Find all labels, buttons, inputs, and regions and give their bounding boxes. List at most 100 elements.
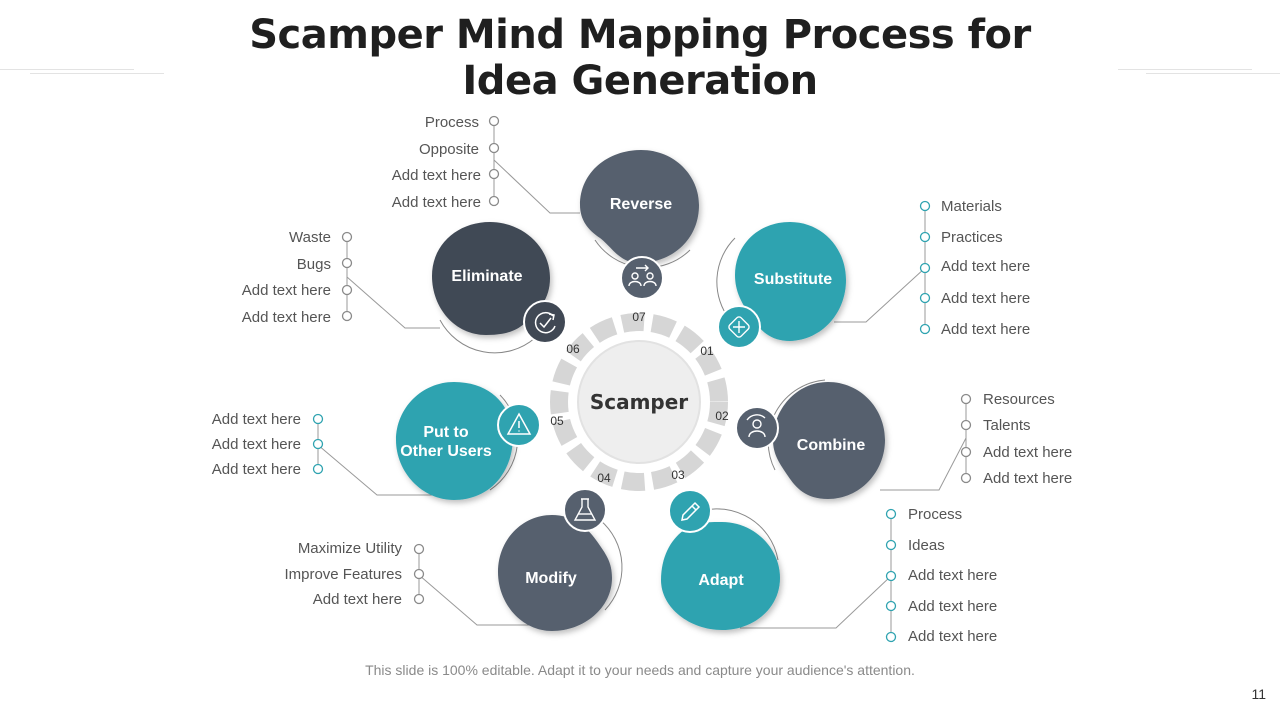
- connector-combine: [880, 437, 967, 491]
- title-rule-right-2: [1146, 73, 1280, 74]
- pencil-icon: [681, 501, 701, 521]
- list-item: Add text here: [392, 167, 481, 184]
- petal-eliminate-shape: [432, 222, 550, 335]
- refresh-check-icon: [534, 311, 556, 334]
- petal-put-label-line2: Other Users: [400, 443, 492, 460]
- number-02: 02: [715, 409, 729, 423]
- list-item: Add text here: [983, 470, 1072, 487]
- list-item: Waste: [289, 229, 331, 246]
- center-ring: [550, 313, 728, 491]
- petal-modify-shape: [498, 515, 612, 631]
- list-item: Ideas: [908, 537, 945, 554]
- badge-adapt: [668, 489, 712, 533]
- list-item: Add text here: [212, 461, 301, 478]
- petal-modify: Modify: [498, 515, 623, 631]
- list-modify: Maximize Utility Improve Features Add te…: [284, 540, 402, 608]
- list-item: Improve Features: [284, 566, 402, 583]
- title-rule-right: [1118, 69, 1252, 70]
- page-number: 11: [1251, 686, 1266, 702]
- petal-combine-arc: [767, 379, 826, 471]
- list-item: Materials: [941, 198, 1002, 215]
- list-item: Bugs: [297, 256, 331, 273]
- petal-eliminate-label: Eliminate: [451, 268, 522, 285]
- number-06: 06: [566, 342, 580, 356]
- list-item: Add text here: [908, 628, 997, 645]
- petal-substitute-shape: [735, 222, 846, 341]
- badge-combine: [735, 406, 779, 450]
- badge-modify: [563, 488, 607, 532]
- title-rule-left: [0, 69, 134, 70]
- petal-adapt: Adapt: [661, 508, 780, 630]
- list-item: Add text here: [941, 290, 1030, 307]
- petal-combine-shape: [773, 382, 885, 499]
- number-07: 07: [632, 310, 646, 324]
- connector-substitute: [834, 267, 926, 323]
- title-line-2: Idea Generation: [462, 58, 818, 104]
- petal-adapt-shape: [661, 522, 780, 630]
- petal-reverse: Reverse: [580, 150, 699, 269]
- number-04: 04: [597, 471, 611, 485]
- list-item: Add text here: [392, 194, 481, 211]
- petal-put-label-line1: Put to: [423, 424, 469, 441]
- flask-icon: [573, 498, 597, 521]
- petal-eliminate-arc: [439, 319, 536, 354]
- connector-eliminate: [346, 276, 440, 329]
- list-item: Add text here: [908, 567, 997, 584]
- step-numbers: 07 01 02 03 04 05 06: [550, 310, 729, 485]
- list-put-to-other-users: Add text here Add text here Add text her…: [212, 411, 301, 478]
- petal-substitute-label: Substitute: [754, 271, 832, 288]
- list-item: Add text here: [941, 321, 1030, 338]
- petal-modify-label: Modify: [525, 570, 577, 587]
- list-adapt: Process Ideas Add text here Add text her…: [908, 506, 997, 645]
- center-disc: [577, 340, 701, 464]
- list-item: Resources: [983, 391, 1055, 408]
- list-item: Practices: [941, 229, 1003, 246]
- petal-substitute: Substitute: [716, 222, 846, 341]
- list-item: Add text here: [242, 309, 331, 326]
- list-item: Add text here: [908, 598, 997, 615]
- petal-combine: Combine: [767, 379, 885, 499]
- number-05: 05: [550, 414, 564, 428]
- list-item: Add text here: [242, 282, 331, 299]
- badge-eliminate: [523, 300, 567, 344]
- footer-note: This slide is 100% editable. Adapt it to…: [365, 662, 915, 678]
- center-hub: Scamper: [550, 313, 728, 491]
- list-item: Maximize Utility: [298, 540, 403, 557]
- list-reverse: Process Opposite Add text here Add text …: [392, 114, 481, 211]
- petal-combine-label: Combine: [797, 437, 866, 454]
- petal-modify-arc: [599, 519, 623, 611]
- petal-put-shape: [396, 382, 513, 500]
- list-item: Add text here: [212, 411, 301, 428]
- title-line-1: Scamper Mind Mapping Process for: [249, 12, 1031, 58]
- badge-put-to-other-users: [497, 403, 541, 447]
- warning-icon: [506, 412, 532, 435]
- petal-reverse-label: Reverse: [610, 196, 672, 213]
- list-item: Add text here: [313, 591, 402, 608]
- badge-reverse: [620, 256, 664, 300]
- number-01: 01: [700, 344, 714, 358]
- list-item: Opposite: [419, 141, 479, 158]
- list-item: Process: [425, 114, 479, 131]
- list-item: Add text here: [941, 258, 1030, 275]
- connector-adapt: [740, 575, 892, 629]
- connector-reverse: [493, 159, 580, 214]
- slide-title: Scamper Mind Mapping Process for Idea Ge…: [0, 12, 1280, 104]
- list-item: Talents: [983, 417, 1031, 434]
- list-item: Process: [908, 506, 962, 523]
- petal-reverse-shape: [580, 150, 699, 264]
- list-item: Add text here: [983, 444, 1072, 461]
- hands-icon: [728, 316, 750, 338]
- petal-adapt-label: Adapt: [698, 572, 744, 589]
- number-03: 03: [671, 468, 685, 482]
- bullet-dots: [312, 115, 972, 643]
- list-eliminate: Waste Bugs Add text here Add text here: [242, 229, 331, 326]
- list-item: Add text here: [212, 436, 301, 453]
- petal-eliminate: Eliminate: [432, 222, 550, 354]
- list-substitute: Materials Practices Add text here Add te…: [941, 198, 1030, 338]
- user-cycle-icon: [746, 414, 766, 438]
- badge-substitute: [717, 305, 761, 349]
- petal-put-to-other-users: Put to Other Users: [396, 382, 519, 500]
- center-label: Scamper: [590, 390, 688, 414]
- list-spines: [317, 121, 967, 637]
